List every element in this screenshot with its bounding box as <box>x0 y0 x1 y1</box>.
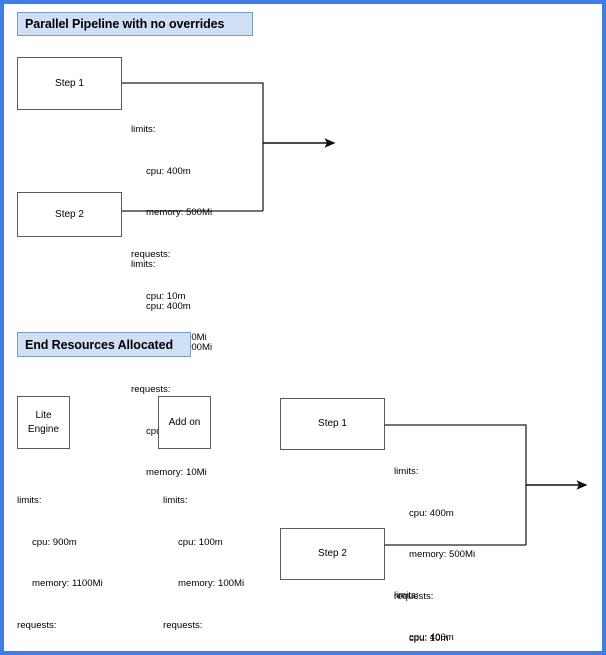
node-label: Step 1 <box>55 77 84 89</box>
requests-label: requests: <box>394 590 434 602</box>
section-title-end-resources: End Resources Allocated <box>17 332 191 357</box>
requests-label: requests: <box>131 383 171 395</box>
limits-label: limits: <box>163 494 188 506</box>
node-label: Add on <box>168 416 201 428</box>
limits-cpu: cpu: 400m <box>409 631 454 643</box>
limits-label: limits: <box>131 123 156 135</box>
requests-cpu: cpu: 10m <box>146 290 186 302</box>
limits-memory: memory: 500Mi <box>409 549 476 561</box>
node-step-2-top[interactable]: Step 2 <box>17 192 122 237</box>
requests-label: requests: <box>163 619 203 631</box>
limits-label: limits: <box>394 465 419 477</box>
node-label-line-2: Engine <box>27 423 60 435</box>
node-add-on[interactable]: Add on <box>158 396 211 449</box>
section-title-parallel-pipeline: Parallel Pipeline with no overrides <box>17 12 253 36</box>
node-lite-engine[interactable]: Lite Engine <box>17 396 70 449</box>
node-step-1-top[interactable]: Step 1 <box>17 57 122 110</box>
node-step-1-bottom[interactable]: Step 1 <box>280 398 385 450</box>
node-step-2-bottom[interactable]: Step 2 <box>280 528 385 580</box>
resource-block-bottom-step2: limits: cpu: 400m memory: 500Mi requests… <box>394 561 475 655</box>
node-label: Step 1 <box>318 418 347 429</box>
requests-cpu: cpu: 10m <box>409 632 449 644</box>
limits-label: limits: <box>131 258 156 270</box>
requests-memory: memory: 10Mi <box>146 467 207 479</box>
limits-memory: memory: 100Mi <box>178 578 245 590</box>
limits-label: limits: <box>394 589 419 601</box>
node-label-line-1: Lite <box>35 409 52 421</box>
limits-cpu: cpu: 900m <box>32 536 77 548</box>
requests-label: requests: <box>131 248 171 260</box>
node-label: Step 2 <box>55 208 84 220</box>
resource-block-lite-engine: limits: cpu: 900m memory: 1100Mi request… <box>17 466 103 655</box>
limits-memory: memory: 500Mi <box>146 207 213 219</box>
limits-memory: memory: 1100Mi <box>32 578 103 590</box>
limits-cpu: cpu: 400m <box>409 507 454 519</box>
node-label: Step 2 <box>318 548 347 559</box>
limits-cpu: cpu: 400m <box>146 165 191 177</box>
resource-block-bottom-step1: limits: cpu: 400m memory: 500Mi requests… <box>394 437 475 655</box>
resource-block-add-on: limits: cpu: 100m memory: 100Mi requests… <box>163 466 244 655</box>
limits-cpu: cpu: 400m <box>146 300 191 312</box>
limits-label: limits: <box>17 494 42 506</box>
limits-cpu: cpu: 100m <box>178 536 223 548</box>
requests-label: requests: <box>17 619 57 631</box>
